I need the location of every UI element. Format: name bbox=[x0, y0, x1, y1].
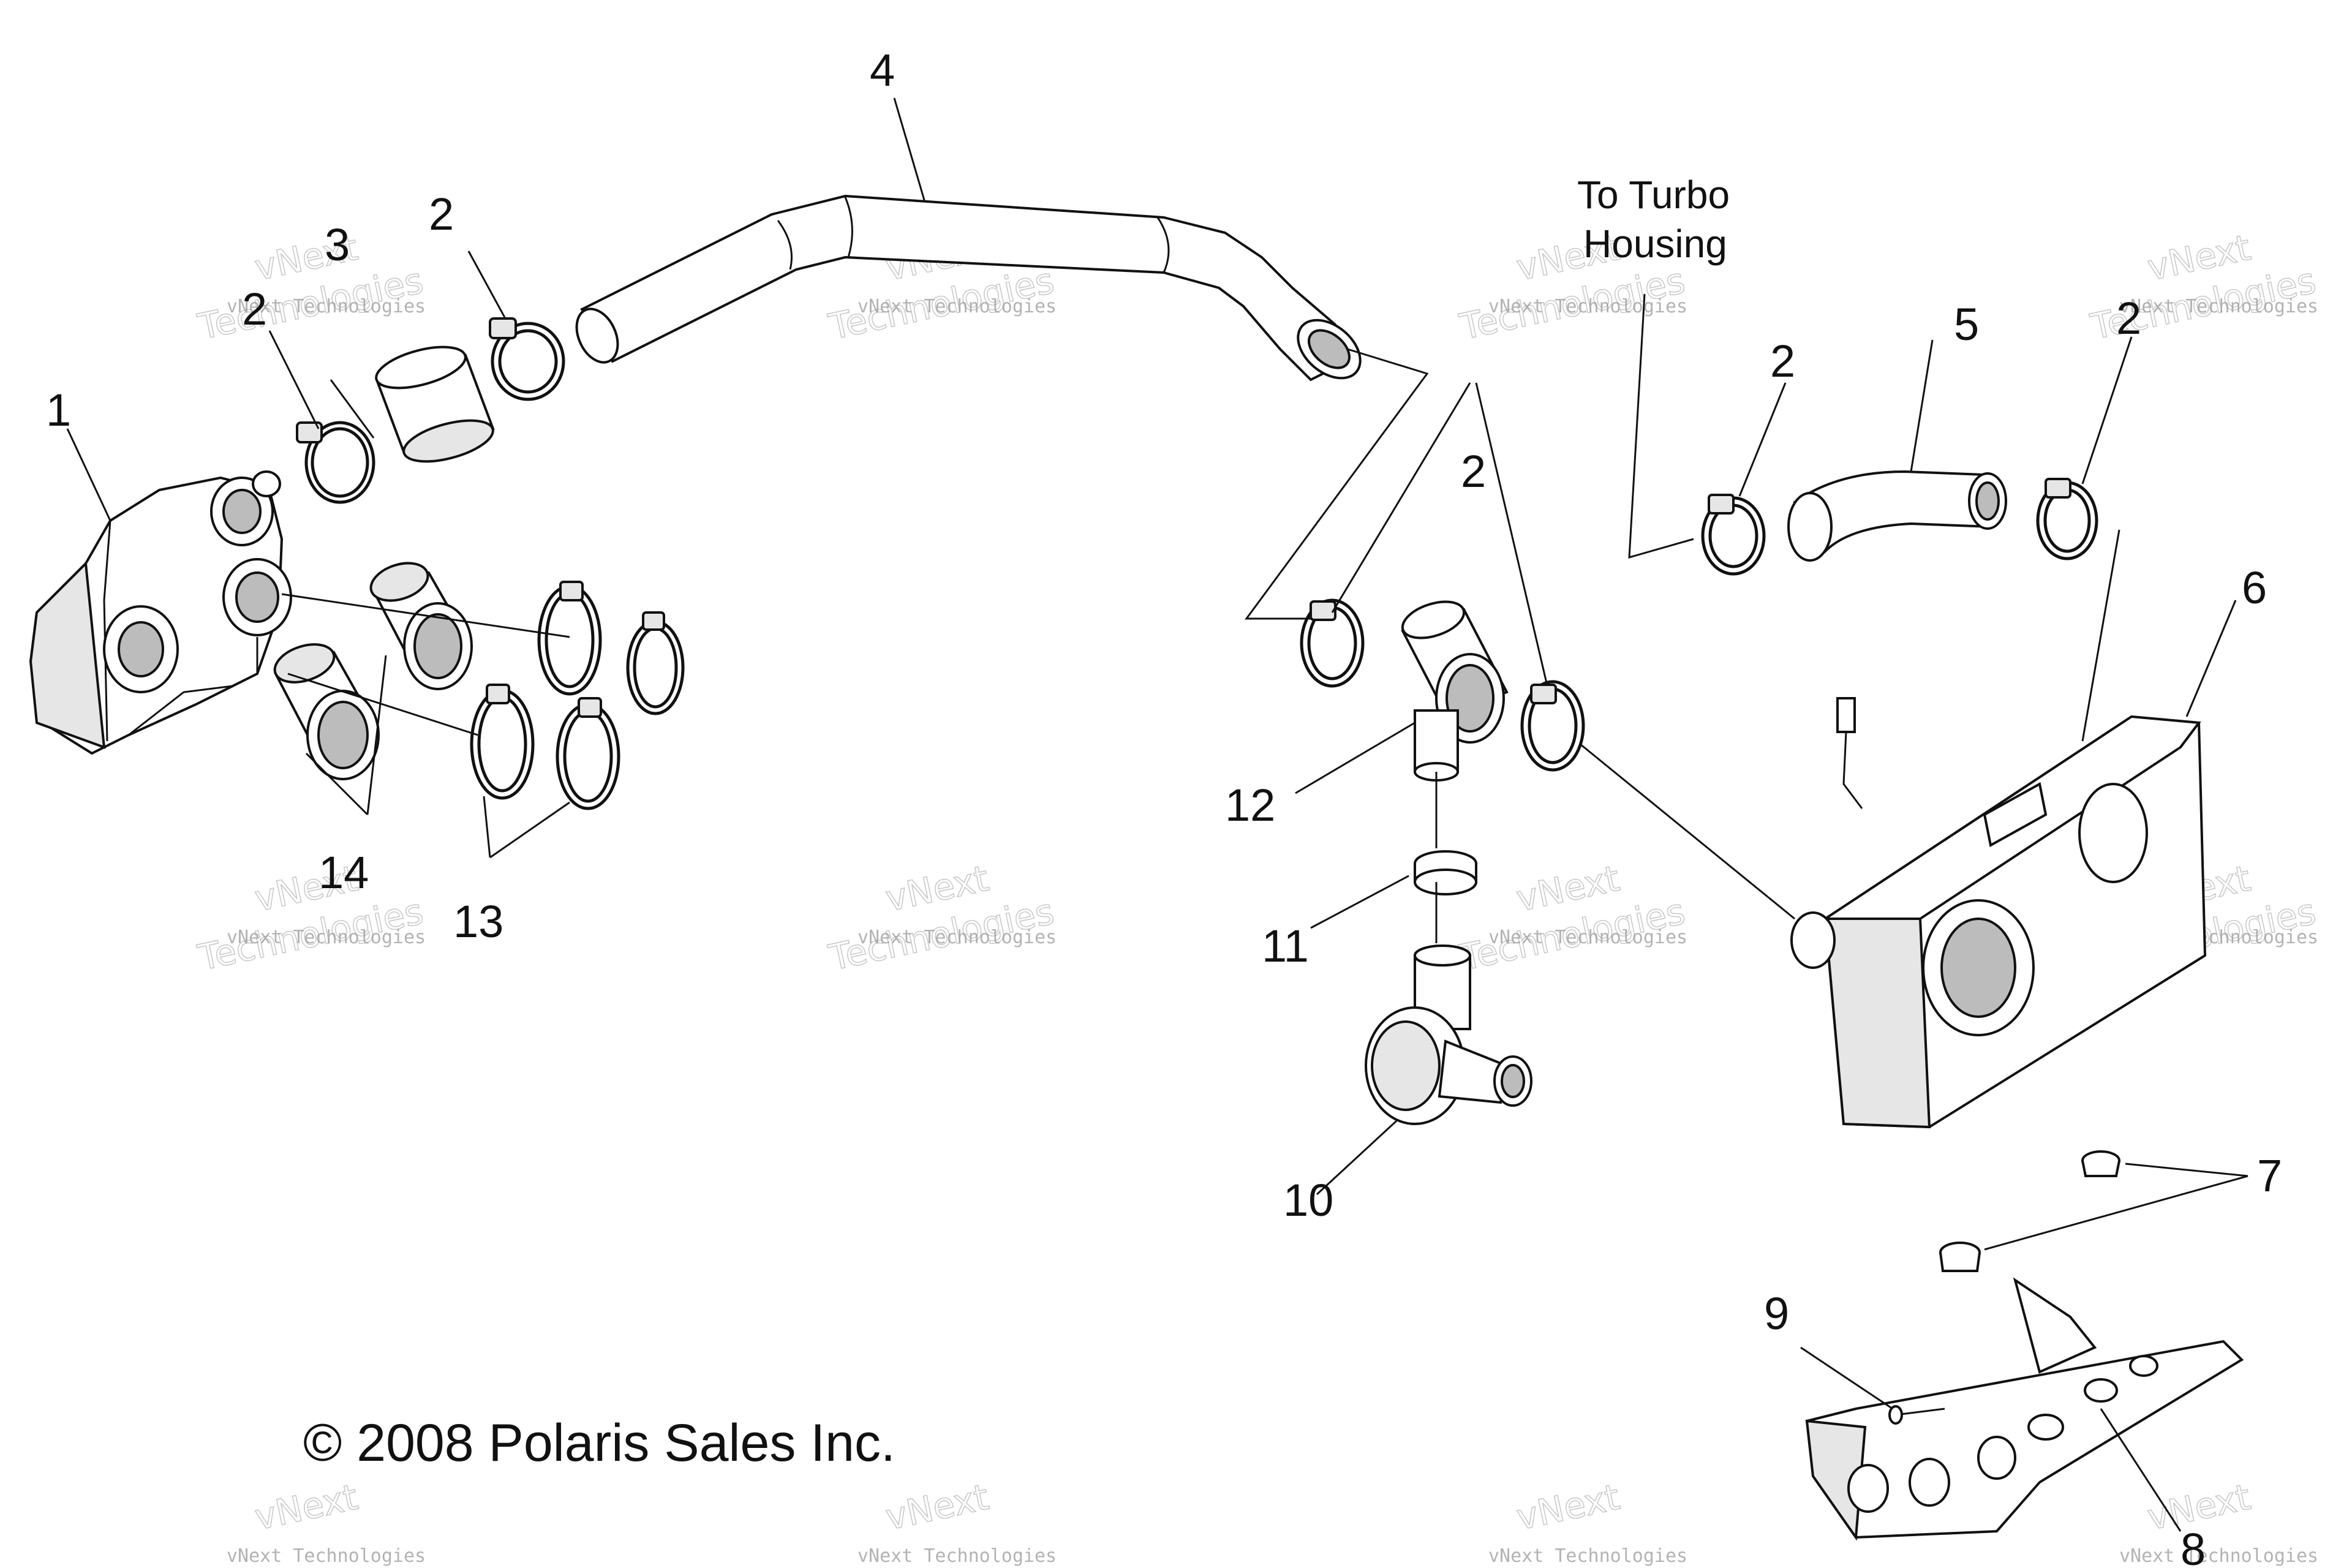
callout-2: 2 bbox=[242, 284, 267, 334]
callout-2: 2 bbox=[429, 189, 454, 239]
part-2-clamp-b bbox=[489, 317, 565, 401]
watermark: vNext Technologies vNext Technologies bbox=[194, 226, 427, 349]
callout-2: 2 bbox=[2116, 293, 2141, 344]
watermark: vNext vNext Technologies bbox=[1488, 1476, 1687, 1567]
callout-10: 10 bbox=[1283, 1175, 1333, 1226]
svg-text:vNext Technologies: vNext Technologies bbox=[858, 296, 1057, 317]
part-1-airbox bbox=[29, 470, 292, 755]
part-2-clamp-f bbox=[2036, 478, 2098, 560]
part-2-clamp-c bbox=[1300, 598, 1365, 688]
part-3-sleeve bbox=[375, 345, 495, 463]
part-11-grommet bbox=[1414, 850, 1477, 895]
svg-text:vNext Technologies: vNext Technologies bbox=[1488, 296, 1687, 317]
note-line-2: Housing bbox=[1583, 222, 1727, 266]
svg-text:vNext Technologies: vNext Technologies bbox=[227, 927, 426, 948]
callout-2: 2 bbox=[1461, 446, 1486, 497]
part-14-coupler-lower bbox=[273, 643, 380, 780]
part-10-valve bbox=[1365, 944, 1532, 1125]
part-8-bracket bbox=[1805, 1277, 2244, 1541]
callout-6: 6 bbox=[2242, 562, 2267, 613]
svg-text:vNext Technologies: vNext Technologies bbox=[227, 1545, 426, 1567]
callout-7: 7 bbox=[2257, 1150, 2282, 1201]
part-13-clamp-4 bbox=[556, 697, 620, 810]
part-4-intake-tube bbox=[575, 194, 1362, 382]
callout-5: 5 bbox=[1954, 299, 1979, 350]
copyright-notice: © 2008 Polaris Sales Inc. bbox=[303, 1414, 895, 1472]
svg-text:vNext Technologies: vNext Technologies bbox=[1488, 1545, 1687, 1567]
svg-text:vNext: vNext bbox=[251, 1476, 361, 1539]
watermark: vNext vNext Technologies bbox=[858, 1476, 1057, 1567]
part-7-grommet-upper bbox=[2081, 1150, 2120, 1177]
callout-3: 3 bbox=[325, 219, 350, 270]
callout-1: 1 bbox=[46, 385, 71, 435]
to-turbo-housing-note: To Turbo Housing bbox=[1577, 173, 1730, 266]
part-2-clamp-a bbox=[296, 421, 375, 504]
svg-text:vNext Technologies: vNext Technologies bbox=[858, 1545, 1057, 1567]
svg-text:vNext: vNext bbox=[882, 1476, 992, 1539]
svg-text:vNext Technologies: vNext Technologies bbox=[227, 296, 426, 317]
part-12-tee-fitting bbox=[1401, 600, 1509, 782]
watermark: vNext Technologies vNext Technologies bbox=[824, 857, 1058, 979]
part-13-clamp-1 bbox=[537, 581, 602, 696]
callout-labels: 1 2 3 2 4 2 2 5 2 6 12 11 10 7 9 8 14 13 bbox=[46, 45, 2282, 1568]
callout-12: 12 bbox=[1225, 780, 1275, 831]
note-line-1: To Turbo bbox=[1577, 173, 1730, 217]
watermark: vNext vNext Technologies bbox=[227, 1476, 426, 1567]
callout-13: 13 bbox=[453, 896, 503, 947]
svg-text:vNext Technologies: vNext Technologies bbox=[2119, 1545, 2318, 1567]
callout-4: 4 bbox=[870, 45, 895, 96]
svg-text:vNext: vNext bbox=[1513, 1476, 1623, 1539]
part-7-grommet-lower bbox=[1939, 1242, 1981, 1272]
svg-text:vNext Technologies: vNext Technologies bbox=[858, 927, 1057, 948]
callout-2: 2 bbox=[1770, 336, 1795, 386]
callout-8: 8 bbox=[2180, 1524, 2206, 1568]
part-9-screw bbox=[1888, 1405, 1945, 1425]
watermark: vNext Technologies vNext Technologies bbox=[194, 857, 427, 979]
svg-text:vNext Technologies: vNext Technologies bbox=[1488, 927, 1687, 948]
callout-14: 14 bbox=[318, 847, 369, 898]
watermark: vNext Technologies vNext Technologies bbox=[1455, 857, 1689, 979]
svg-text:vNext Technologies: vNext Technologies bbox=[2119, 296, 2318, 317]
part-13-clamp-3 bbox=[470, 684, 535, 800]
part-6-intercooler bbox=[1790, 697, 2207, 1129]
part-2-clamp-d bbox=[1520, 680, 1585, 772]
callout-11: 11 bbox=[1262, 921, 1309, 971]
part-5-hose bbox=[1787, 470, 2007, 562]
part-13-clamp-2 bbox=[626, 611, 685, 715]
watermark: vNext vNext Technologies bbox=[2119, 1476, 2318, 1567]
part-2-clamp-e bbox=[1701, 494, 1766, 576]
callout-9: 9 bbox=[1764, 1288, 1789, 1339]
part-14-coupler-upper bbox=[369, 562, 473, 690]
leader-lines bbox=[66, 97, 2248, 1532]
